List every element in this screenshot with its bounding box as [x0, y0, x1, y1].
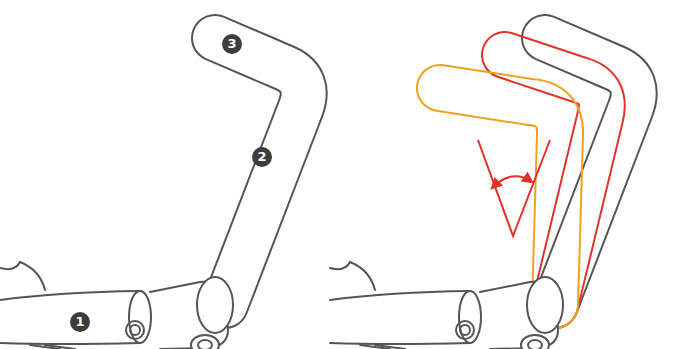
handlebar-base: [0, 262, 233, 349]
angle-arrow: [492, 176, 532, 188]
callout-number: 3: [222, 34, 242, 54]
adjusted-arm-orange: [440, 88, 560, 305]
handlebar-base: [330, 262, 563, 349]
callout-number: 2: [252, 147, 272, 167]
angle-symbol: [478, 140, 550, 236]
callout-number: 1: [70, 312, 90, 332]
extension-arm: [215, 38, 304, 305]
